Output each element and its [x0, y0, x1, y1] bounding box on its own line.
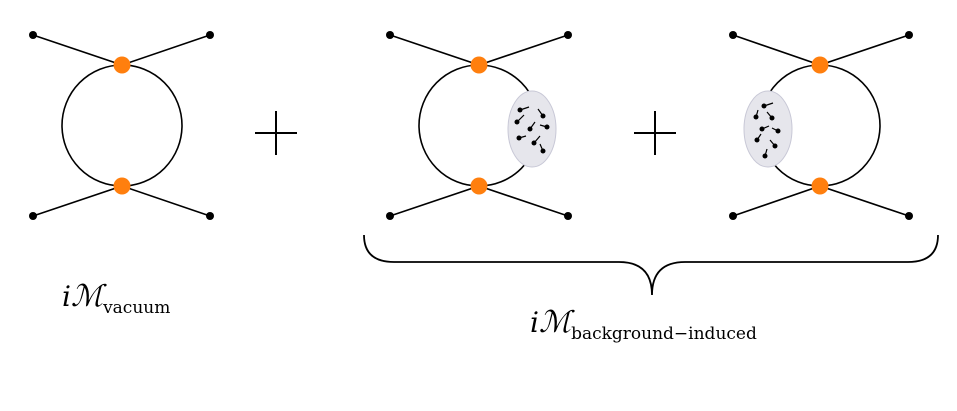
external-point [29, 31, 37, 39]
particle [517, 106, 530, 113]
interaction-vertex [113, 56, 131, 74]
particle [514, 114, 525, 125]
interaction-vertex [113, 177, 131, 195]
background-blob [743, 90, 793, 168]
external-point [206, 212, 214, 220]
external-point [564, 212, 572, 220]
background-particles [753, 102, 781, 159]
particle [766, 111, 775, 121]
external-point [729, 31, 737, 39]
background-amplitude-label: iℳbackground−induced [530, 305, 757, 344]
background-diagram-left [729, 31, 913, 220]
external-point [386, 31, 394, 39]
interaction-vertex [470, 177, 488, 195]
particle [537, 108, 546, 119]
external-point [729, 212, 737, 220]
interaction-vertex [811, 56, 829, 74]
external-point [905, 212, 913, 220]
particle [539, 143, 546, 154]
vacuum-diagram [29, 31, 214, 220]
external-point [564, 31, 572, 39]
interaction-vertex [470, 56, 488, 74]
particle [754, 133, 762, 143]
external-point [29, 212, 37, 220]
particle [516, 135, 527, 141]
particle [771, 127, 781, 134]
external-point [386, 212, 394, 220]
external-point [905, 31, 913, 39]
particle [531, 135, 541, 146]
particle [753, 109, 759, 120]
particle [761, 102, 774, 109]
loop [61, 64, 183, 187]
background-diagram-right [386, 31, 572, 220]
plus-sign [255, 111, 297, 155]
interaction-vertex [811, 177, 829, 195]
external-point [206, 31, 214, 39]
particle [759, 125, 770, 132]
plus-sign [634, 111, 676, 155]
background-particles [514, 106, 550, 154]
particle [539, 124, 550, 130]
underbrace [363, 234, 939, 296]
vacuum-amplitude-label: iℳvacuum [62, 279, 170, 318]
particle [762, 148, 768, 159]
particle [527, 121, 536, 132]
particle [769, 139, 778, 149]
